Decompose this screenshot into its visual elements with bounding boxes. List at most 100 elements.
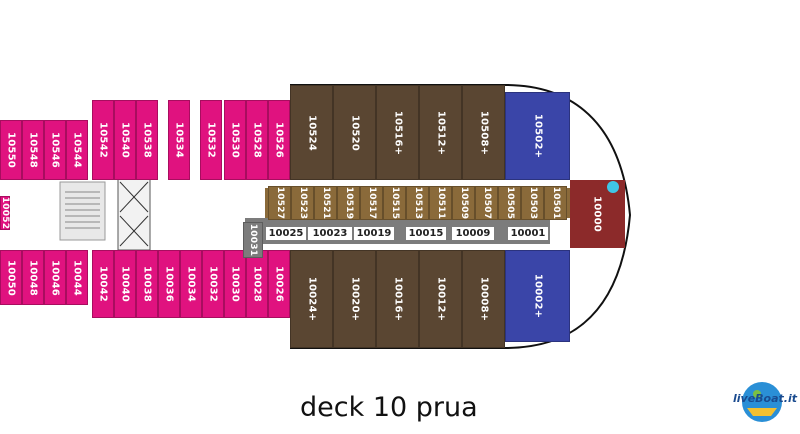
cabin-10511[interactable]: 10511 xyxy=(429,186,452,220)
cabin-number: 10512+ xyxy=(435,110,446,155)
cabin-10034[interactable]: 10034 xyxy=(180,250,202,318)
cabin-10040[interactable]: 10040 xyxy=(114,250,136,318)
cabin-10026[interactable]: 10026 xyxy=(268,250,290,318)
cabin-number: 10020+ xyxy=(349,276,360,322)
cabin-10532[interactable]: 10532 xyxy=(200,100,222,180)
cabin-10015[interactable]: 10015 xyxy=(406,227,446,240)
cabin-10530[interactable]: 10530 xyxy=(224,100,246,180)
cabin-number: 10542 xyxy=(97,122,109,158)
cabin-10023[interactable]: 10023 xyxy=(308,227,352,240)
cabin-10527[interactable]: 10527 xyxy=(268,186,291,220)
cabin-10508+[interactable]: 10508+ xyxy=(462,85,505,180)
cabin-number: 10052 xyxy=(0,196,10,230)
cabin-10501[interactable]: 10501 xyxy=(544,186,567,220)
cabin-number: 10032 xyxy=(207,266,219,302)
cabin-10502+[interactable]: 10502+ xyxy=(505,92,570,180)
cabin-10523[interactable]: 10523 xyxy=(291,186,314,220)
cabin-10046[interactable]: 10046 xyxy=(44,250,66,305)
cabin-number: 10519 xyxy=(343,186,354,220)
cabin-number: 10034 xyxy=(185,266,197,302)
cabin-10550[interactable]: 10550 xyxy=(0,120,22,180)
cabin-number: 10040 xyxy=(119,266,131,302)
cabin-number: 10540 xyxy=(119,122,131,158)
cabin-number: 10028 xyxy=(251,266,263,302)
cabin-number: 10546 xyxy=(49,132,61,168)
cabin-number: 10030 xyxy=(229,266,241,302)
cabin-number: 10517 xyxy=(366,186,377,220)
cabin-number: 10520 xyxy=(349,114,360,151)
cabin-10519[interactable]: 10519 xyxy=(337,186,360,220)
cabin-10048[interactable]: 10048 xyxy=(22,250,44,305)
cabin-10038[interactable]: 10038 xyxy=(136,250,158,318)
cabin-10520[interactable]: 10520 xyxy=(333,85,376,180)
cabin-number: 10508+ xyxy=(478,110,489,155)
cabin-10515[interactable]: 10515 xyxy=(383,186,406,220)
cabin-10032[interactable]: 10032 xyxy=(202,250,224,318)
cabin-number: 10016+ xyxy=(392,276,403,322)
cabin-10042[interactable]: 10042 xyxy=(92,250,114,318)
cabin-number: 10524 xyxy=(306,114,317,151)
cabin-10544[interactable]: 10544 xyxy=(66,120,88,180)
cabin-10505[interactable]: 10505 xyxy=(498,186,521,220)
cabin-10534[interactable]: 10534 xyxy=(168,100,190,180)
cabin-number: 10503 xyxy=(527,186,538,220)
cabin-10540[interactable]: 10540 xyxy=(114,100,136,180)
cabin-10517[interactable]: 10517 xyxy=(360,186,383,220)
cabin-10028[interactable]: 10028 xyxy=(246,250,268,318)
cabin-10001[interactable]: 10001 xyxy=(508,227,548,240)
cabin-number: 10516+ xyxy=(392,110,403,155)
cabin-number: 10532 xyxy=(205,122,217,158)
cabin-number: 10046 xyxy=(49,259,61,296)
cabin-number: 10502+ xyxy=(532,113,543,159)
cabin-number: 10544 xyxy=(71,132,83,168)
cabin-number: 10044 xyxy=(71,259,83,296)
cabin-number: 10515 xyxy=(389,186,400,220)
cabin-10016+[interactable]: 10016+ xyxy=(376,250,419,348)
cabin-number: 10534 xyxy=(173,122,185,158)
cabin-number: 10538 xyxy=(141,122,153,158)
cabin-10503[interactable]: 10503 xyxy=(521,186,544,220)
cabin-10548[interactable]: 10548 xyxy=(22,120,44,180)
cabin-number: 10048 xyxy=(27,259,39,296)
cabin-10009[interactable]: 10009 xyxy=(452,227,494,240)
cabin-number: 10026 xyxy=(273,266,285,302)
cabin-10521[interactable]: 10521 xyxy=(314,186,337,220)
elevator-bank xyxy=(117,177,151,251)
cabin-10050[interactable]: 10050 xyxy=(0,250,22,305)
cabin-number: 10526 xyxy=(273,122,285,158)
cabin-number: 10031 xyxy=(248,223,258,257)
cabin-10516+[interactable]: 10516+ xyxy=(376,85,419,180)
cabin-10024+[interactable]: 10024+ xyxy=(290,250,333,348)
cabin-10008+[interactable]: 10008+ xyxy=(462,250,505,348)
cabin-number: 10002+ xyxy=(532,273,543,319)
cabin-10044[interactable]: 10044 xyxy=(66,250,88,305)
cabin-number: 10507 xyxy=(481,186,492,220)
cabin-10012+[interactable]: 10012+ xyxy=(419,250,462,348)
cabin-number: 10036 xyxy=(163,266,175,302)
cabin-10542[interactable]: 10542 xyxy=(92,100,114,180)
cabin-10002+[interactable]: 10002+ xyxy=(505,250,570,342)
cabin-10030[interactable]: 10030 xyxy=(224,250,246,318)
cabin-number: 10521 xyxy=(320,186,331,220)
cabin-10052[interactable]: 10052 xyxy=(0,196,10,230)
cabin-10509[interactable]: 10509 xyxy=(452,186,475,220)
cabin-10507[interactable]: 10507 xyxy=(475,186,498,220)
cabin-number: 10528 xyxy=(251,122,263,158)
cabin-10019[interactable]: 10019 xyxy=(354,227,394,240)
cabin-10546[interactable]: 10546 xyxy=(44,120,66,180)
cabin-number: 10511 xyxy=(435,186,446,220)
liveboat-logo: liveBoat.it xyxy=(727,380,797,430)
cabin-10036[interactable]: 10036 xyxy=(158,250,180,318)
cabin-10512+[interactable]: 10512+ xyxy=(419,85,462,180)
cabin-number: 10501 xyxy=(550,186,561,220)
cabin-10528[interactable]: 10528 xyxy=(246,100,268,180)
cabin-10513[interactable]: 10513 xyxy=(406,186,429,220)
cabin-10538[interactable]: 10538 xyxy=(136,100,158,180)
cabin-10020+[interactable]: 10020+ xyxy=(333,250,376,348)
cabin-10031[interactable]: 10031 xyxy=(243,222,263,258)
cabin-10025[interactable]: 10025 xyxy=(266,227,306,240)
cabin-10526[interactable]: 10526 xyxy=(268,100,290,180)
cabin-10524[interactable]: 10524 xyxy=(290,85,333,180)
bow-cabin-label[interactable]: 10000 xyxy=(591,196,603,232)
cabin-number: 10024+ xyxy=(306,276,317,322)
